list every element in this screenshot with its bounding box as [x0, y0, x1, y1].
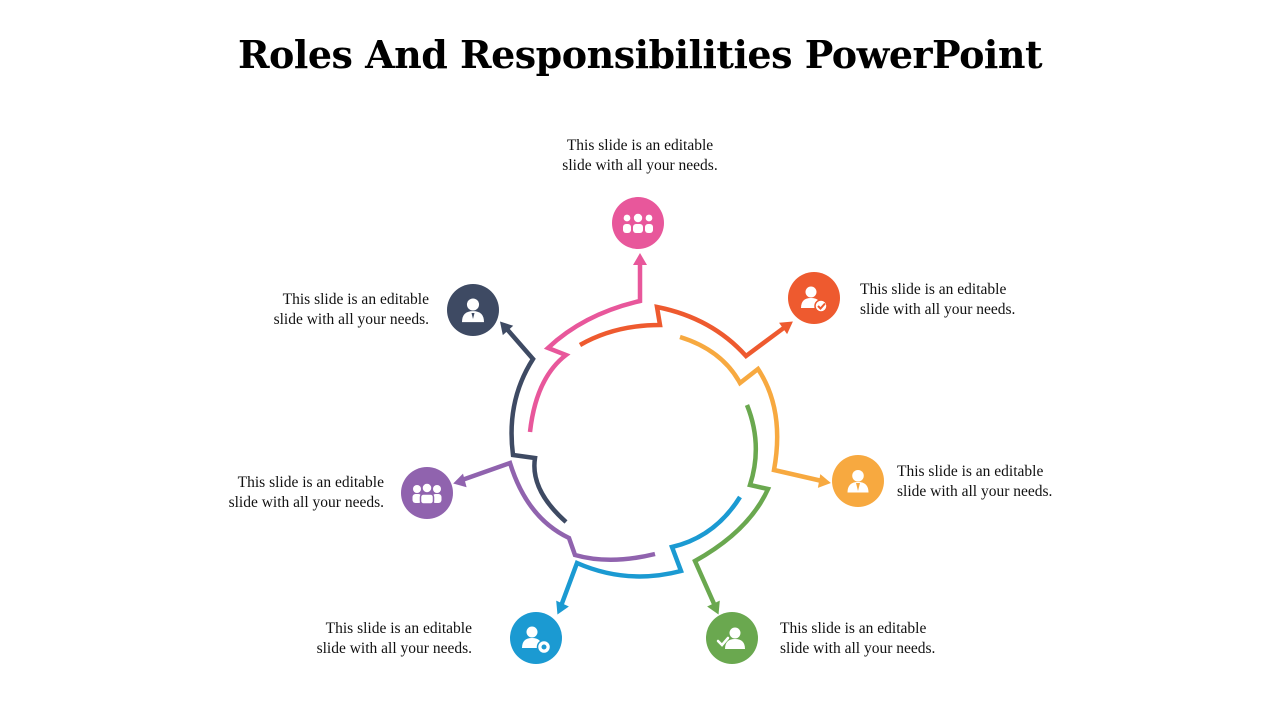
icon-circle-upper-right: [788, 272, 840, 324]
caption-line: This slide is an editable: [237, 474, 384, 491]
arc-arrow-right: [679, 334, 823, 484]
caption-line: This slide is an editable: [897, 463, 1044, 480]
caption-lower-right: This slide is an editable slide with all…: [780, 619, 1020, 659]
caption-line: This slide is an editable: [780, 620, 927, 637]
businessman-icon: [832, 455, 884, 507]
arrowhead-lower-right: [707, 600, 720, 615]
icon-circle-top: [612, 197, 664, 249]
icon-circles: [401, 197, 884, 664]
person-icon: [447, 284, 499, 336]
caption-lower-left: This slide is an editable slide with all…: [232, 619, 472, 659]
group-icon: [401, 467, 453, 519]
caption-line: slide with all your needs.: [562, 157, 718, 174]
caption-upper-left: This slide is an editable slide with all…: [189, 290, 429, 330]
arrowhead-lower-left: [556, 600, 569, 615]
arc-arrow-lower-right: [692, 404, 772, 607]
caption-line: This slide is an editable: [566, 137, 714, 154]
user-check-icon: [706, 612, 758, 664]
arrowhead-right: [817, 474, 831, 488]
user-settings-icon: [510, 612, 562, 664]
arc-arrow-upper-left: [504, 326, 568, 524]
page-title: Roles And Responsibilities PowerPoint: [237, 32, 1043, 77]
arc-arrow-upper-right: [578, 304, 787, 360]
caption-line: slide with all your needs.: [780, 640, 936, 657]
caption-line: slide with all your needs.: [228, 494, 384, 511]
caption-line: slide with all your needs.: [316, 640, 472, 657]
caption-line: slide with all your needs.: [897, 483, 1053, 500]
caption-line: slide with all your needs.: [273, 311, 429, 328]
caption-right: This slide is an editable slide with all…: [897, 462, 1137, 502]
user-approved-icon: [788, 272, 840, 324]
caption-line: This slide is an editable: [282, 291, 429, 308]
caption-line: slide with all your needs.: [860, 301, 1016, 318]
arrowhead-upper-left: [499, 321, 514, 336]
arrowhead-top: [633, 253, 647, 265]
team-group-icon: [612, 197, 664, 249]
arc-arrow-left: [461, 460, 656, 562]
arrowhead-upper-right: [779, 321, 793, 335]
caption-line: This slide is an editable: [325, 620, 472, 637]
caption-upper-right: This slide is an editable slide with all…: [860, 280, 1100, 320]
caption-line: This slide is an editable: [860, 281, 1007, 298]
caption-top: This slide is an editable slide with all…: [520, 136, 760, 176]
caption-left: This slide is an editable slide with all…: [144, 473, 384, 513]
arc-arrow-top: [527, 262, 643, 433]
icon-circle-lower-right: [706, 612, 758, 664]
icon-circle-lower-left: [510, 612, 562, 664]
arc-arrow-lower-left: [558, 495, 742, 607]
arrowhead-left: [453, 473, 467, 488]
arc-paths: [453, 253, 831, 615]
